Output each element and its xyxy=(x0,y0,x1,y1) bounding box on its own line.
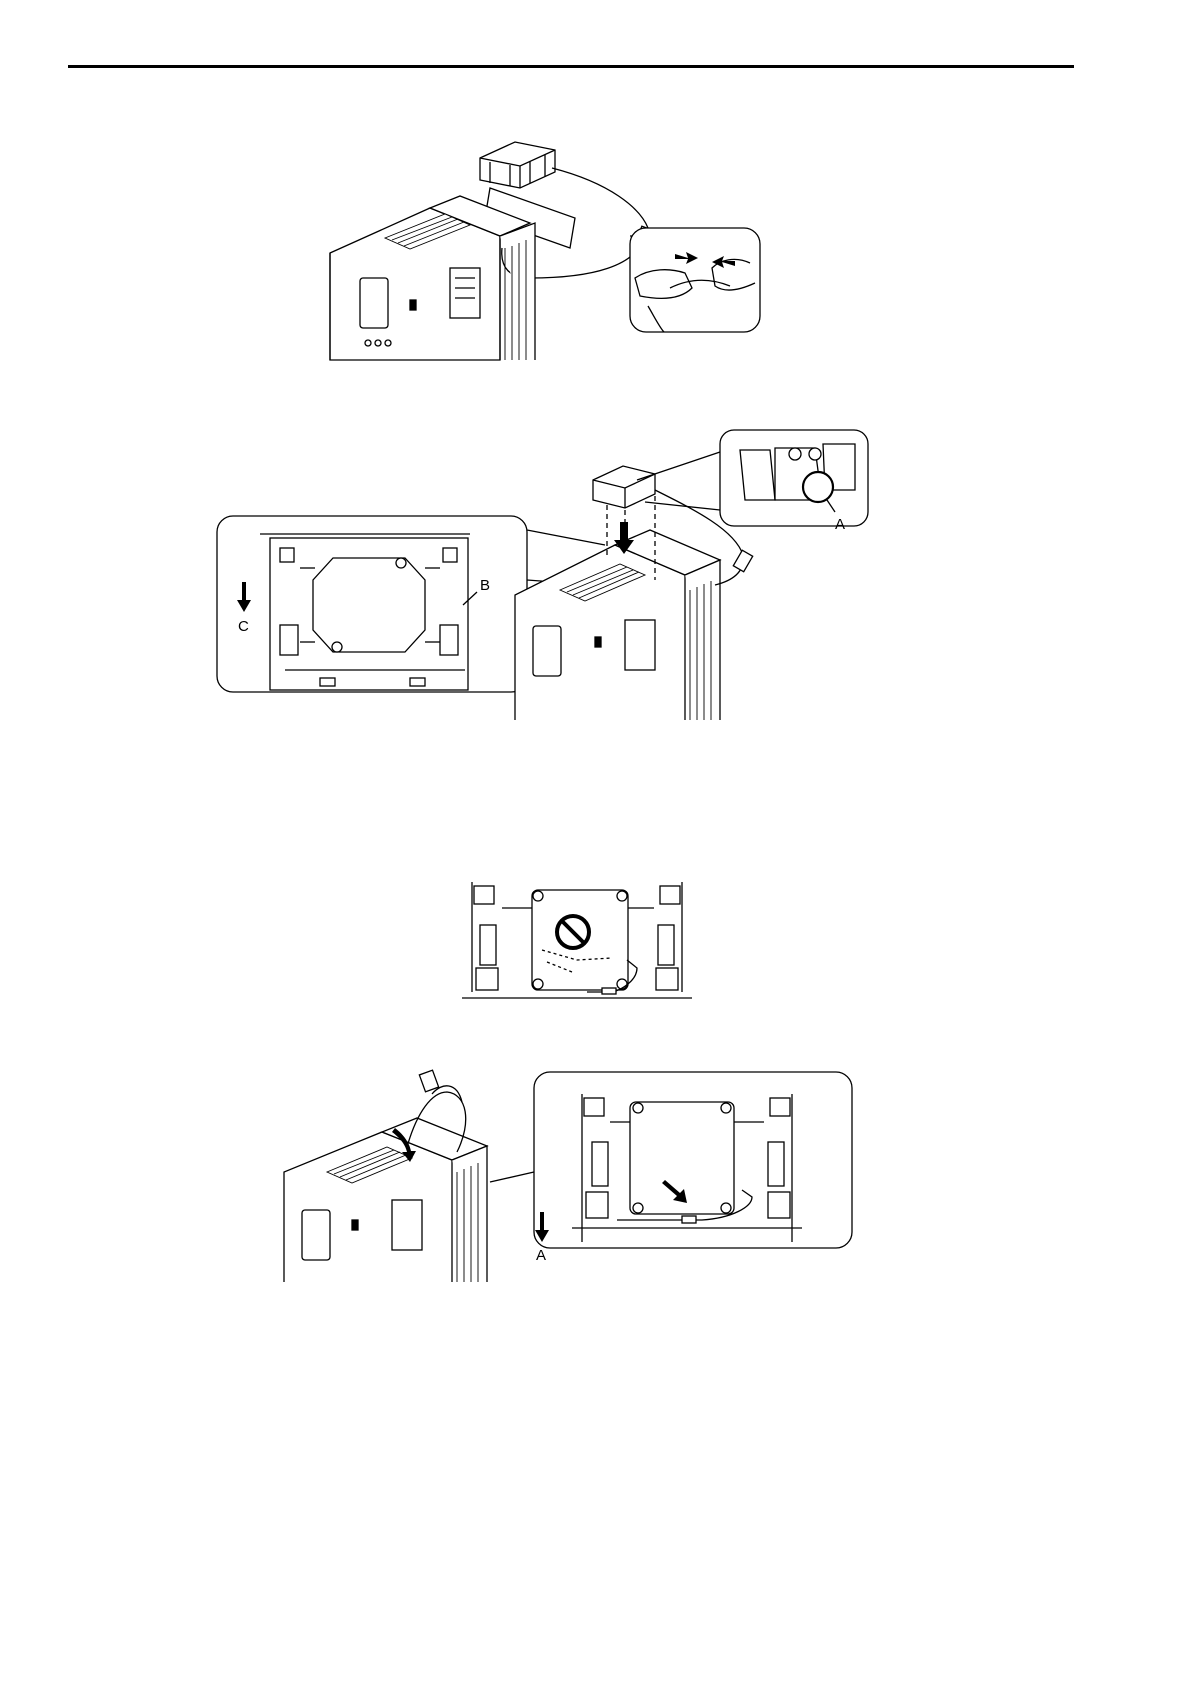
figure-disconnect-fan-connector xyxy=(330,128,810,360)
figure-install-fan: A B C xyxy=(215,430,935,720)
inset-top-view xyxy=(217,516,527,692)
figure-2-drawing: A B C xyxy=(215,430,935,720)
figure-correct-cable-routing: A xyxy=(282,1072,854,1282)
header-rule xyxy=(68,65,1074,68)
drive-unit xyxy=(284,1118,487,1282)
fan-cable xyxy=(552,168,648,228)
drive-unit xyxy=(330,196,535,360)
cooling-fan xyxy=(480,142,555,188)
figure-1-drawing xyxy=(330,128,810,360)
inset-top-view xyxy=(534,1072,852,1248)
figure-4-drawing: A xyxy=(282,1072,854,1282)
label-a: A xyxy=(536,1247,546,1264)
figure-3-drawing xyxy=(462,880,692,1000)
fan-opening-outline xyxy=(313,558,425,652)
figure-prohibited-cable-routing xyxy=(462,880,692,1000)
label-c: C xyxy=(238,618,249,635)
inset-latch-detail xyxy=(637,430,868,526)
label-a: A xyxy=(835,516,845,533)
drive-unit xyxy=(515,530,720,720)
latch-circle xyxy=(803,472,833,502)
label-b: B xyxy=(480,577,490,594)
inset-hands-press-connector xyxy=(630,228,760,332)
